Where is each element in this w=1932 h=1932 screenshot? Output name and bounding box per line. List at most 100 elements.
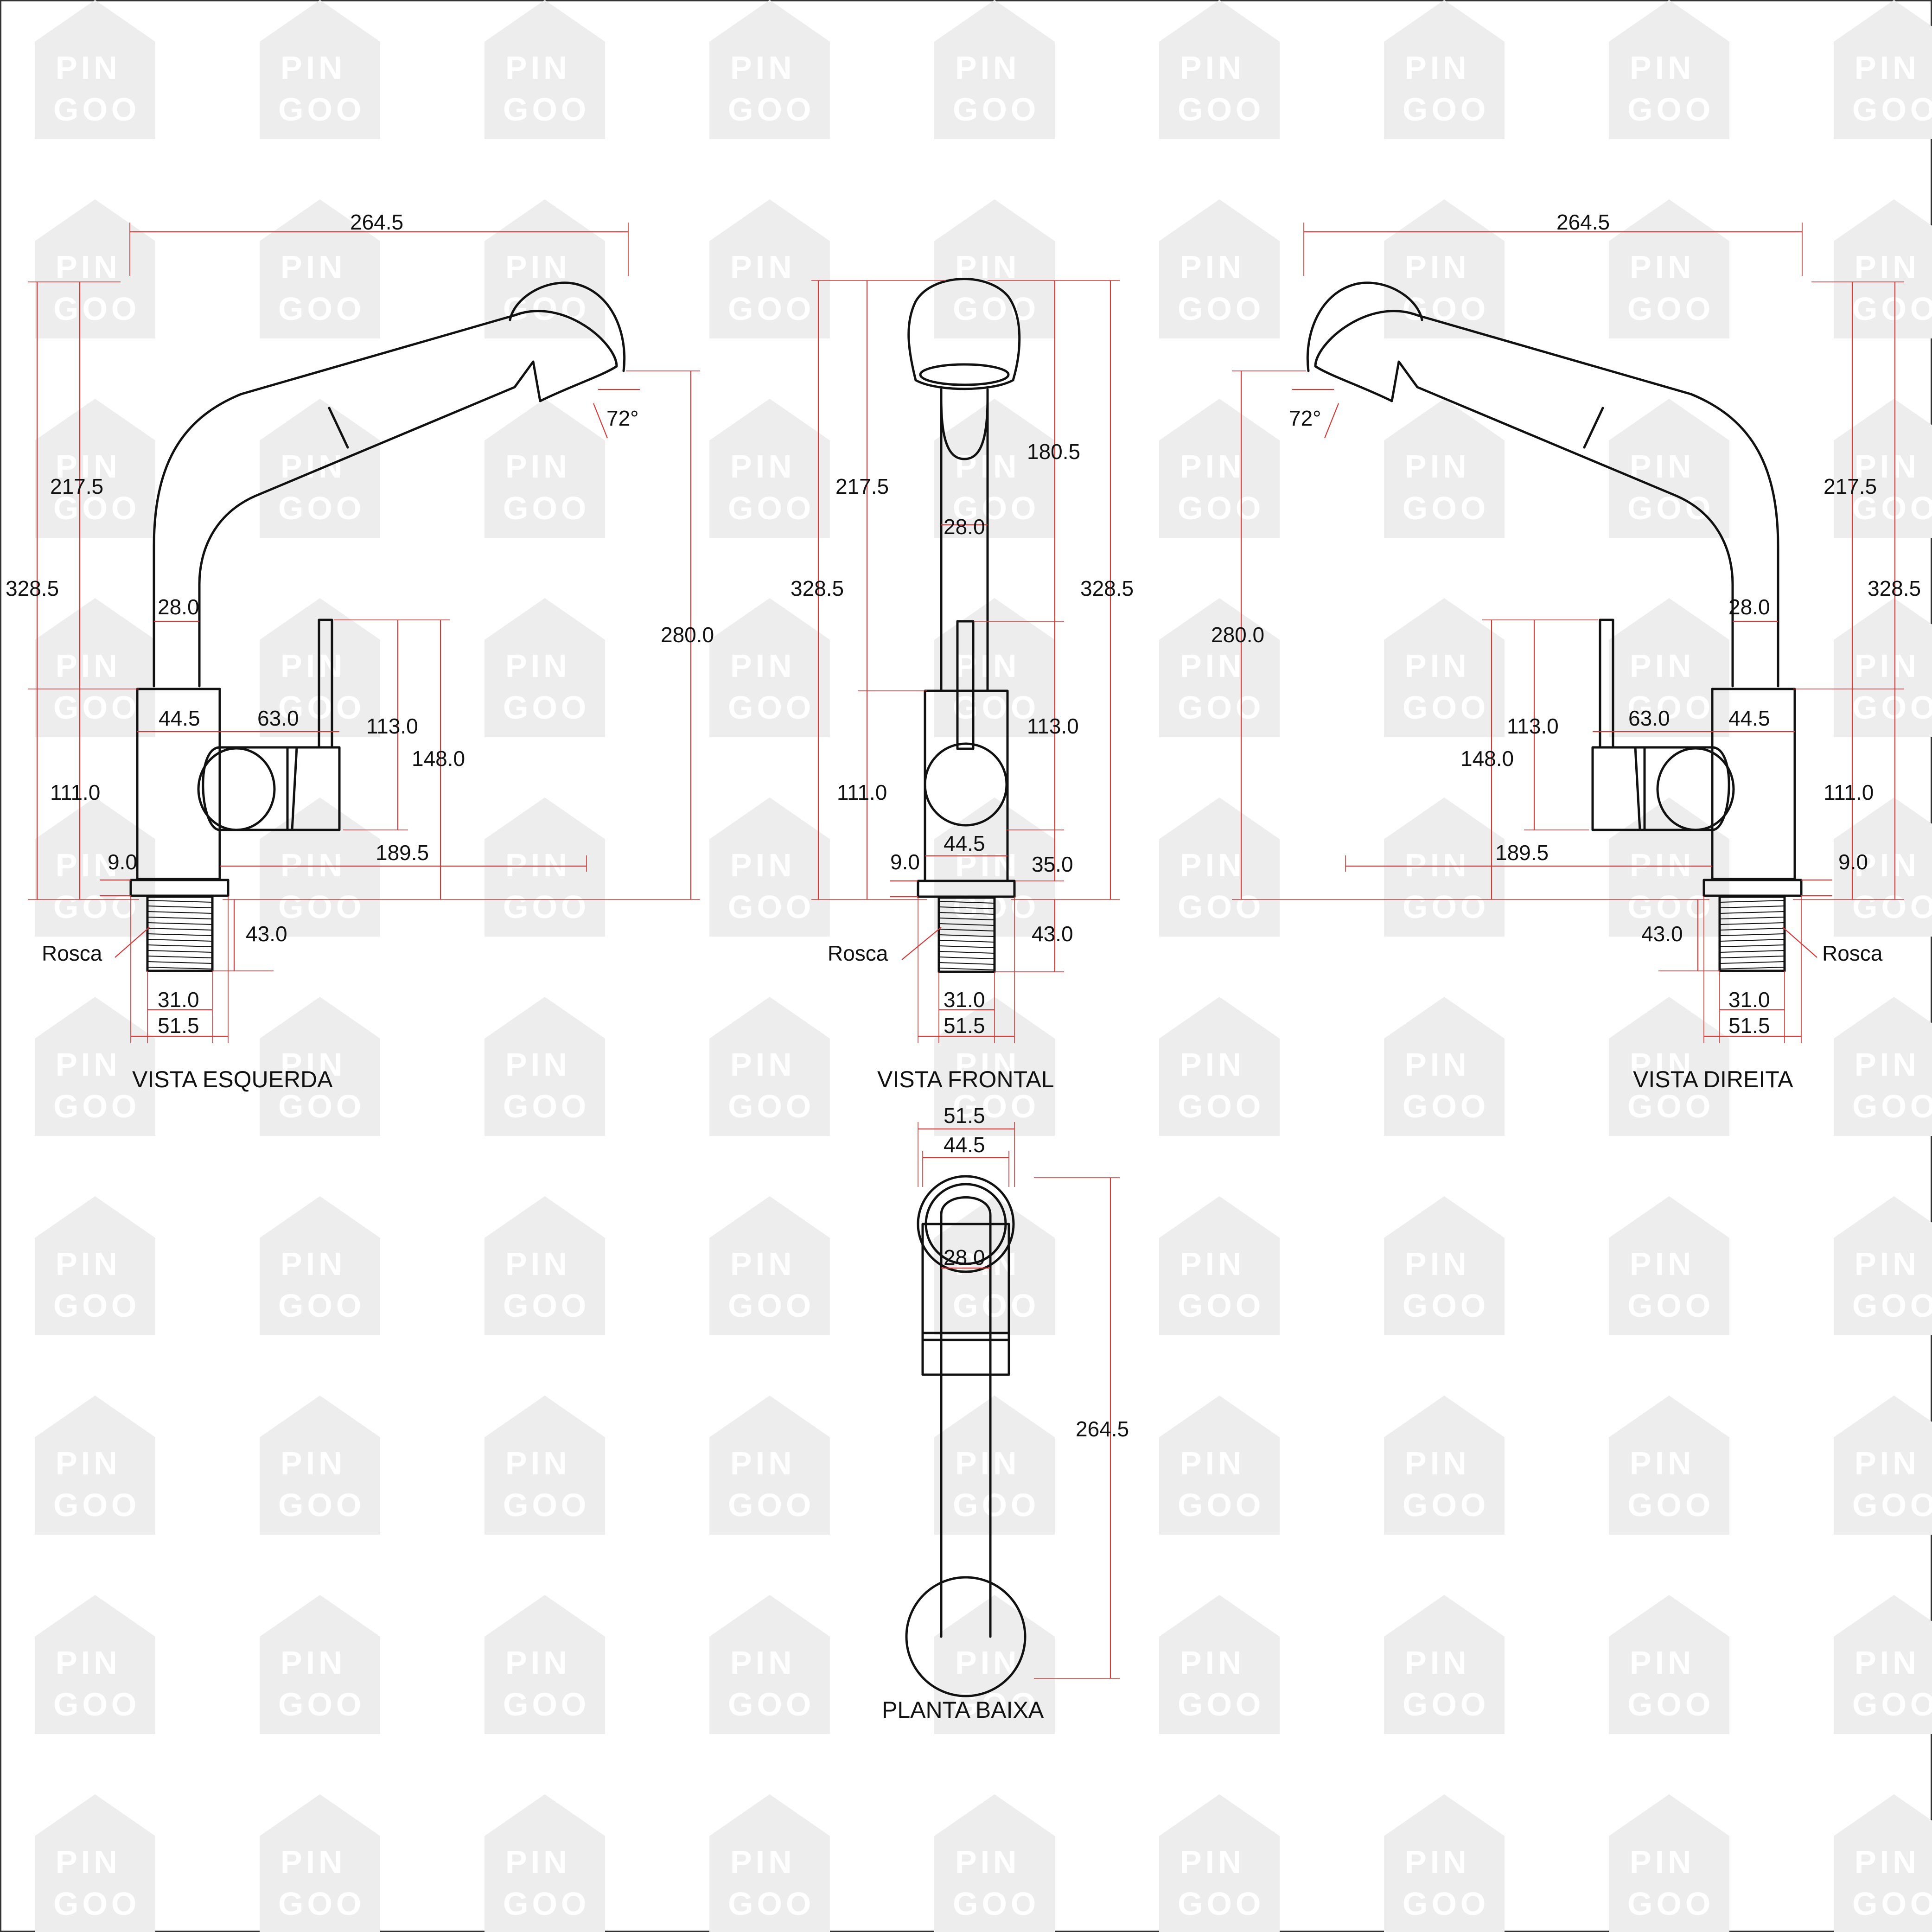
plan-spout-head bbox=[905, 1576, 1027, 1697]
svg-text:PIN: PIN bbox=[1855, 1046, 1920, 1083]
svg-text:PIN: PIN bbox=[56, 648, 121, 684]
svg-text:PIN: PIN bbox=[1630, 1445, 1695, 1481]
svg-text:GOO: GOO bbox=[278, 91, 365, 128]
left-lever-round bbox=[197, 747, 276, 831]
svg-text:PIN: PIN bbox=[56, 847, 121, 883]
svg-text:GOO: GOO bbox=[1178, 1886, 1264, 1922]
svg-text:PIN: PIN bbox=[730, 448, 796, 485]
svg-text:PIN: PIN bbox=[1855, 847, 1920, 883]
svg-text:GOO: GOO bbox=[953, 1288, 1039, 1324]
svg-text:PIN: PIN bbox=[505, 1844, 571, 1880]
svg-text:GOO: GOO bbox=[1852, 1886, 1932, 1922]
watermark-logo: PIN GOO bbox=[934, 598, 1055, 737]
svg-text:GOO: GOO bbox=[1627, 1886, 1714, 1922]
svg-text:GOO: GOO bbox=[278, 291, 365, 327]
svg-text:GOO: GOO bbox=[1627, 1288, 1714, 1324]
svg-text:PIN: PIN bbox=[1180, 1445, 1245, 1481]
left-spout-outline bbox=[153, 310, 618, 688]
svg-text:GOO: GOO bbox=[53, 1487, 140, 1523]
svg-text:GOO: GOO bbox=[1627, 689, 1714, 726]
svg-text:GOO: GOO bbox=[1403, 1288, 1489, 1324]
left-spout-joint bbox=[328, 407, 349, 449]
left-dim-spout-length: 264.5 bbox=[350, 210, 403, 234]
left-thread-label: Rosca bbox=[42, 941, 102, 965]
front-dim-spout-rise: 180.5 bbox=[1027, 440, 1080, 464]
left-dim-spout-tube: 28.0 bbox=[158, 595, 199, 619]
svg-text:PIN: PIN bbox=[281, 249, 346, 285]
svg-text:GOO: GOO bbox=[1627, 1088, 1714, 1124]
svg-text:PIN: PIN bbox=[281, 1844, 346, 1880]
svg-text:GOO: GOO bbox=[1852, 291, 1932, 327]
left-lever-block bbox=[286, 746, 341, 831]
svg-text:PIN: PIN bbox=[1405, 1844, 1470, 1880]
svg-text:GOO: GOO bbox=[278, 1886, 365, 1922]
watermark-logo: PIN GOO bbox=[35, 997, 155, 1136]
left-dim-reach: 189.5 bbox=[376, 841, 429, 865]
svg-text:PIN: PIN bbox=[281, 1445, 346, 1481]
svg-text:PIN: PIN bbox=[1405, 847, 1470, 883]
svg-text:GOO: GOO bbox=[1852, 1088, 1932, 1124]
svg-text:PIN: PIN bbox=[56, 1246, 121, 1282]
left-lever-stick bbox=[318, 618, 333, 749]
front-lever-stick bbox=[956, 620, 975, 750]
svg-text:GOO: GOO bbox=[1403, 689, 1489, 726]
svg-text:GOO: GOO bbox=[728, 490, 815, 526]
front-spout-mouth bbox=[919, 363, 1010, 386]
svg-text:PIN: PIN bbox=[505, 1445, 571, 1481]
svg-text:PIN: PIN bbox=[1405, 1046, 1470, 1083]
svg-text:GOO: GOO bbox=[953, 689, 1039, 726]
svg-text:GOO: GOO bbox=[53, 889, 140, 925]
svg-text:GOO: GOO bbox=[278, 1288, 365, 1324]
svg-text:GOO: GOO bbox=[503, 291, 590, 327]
svg-text:PIN: PIN bbox=[56, 1046, 121, 1083]
svg-text:PIN: PIN bbox=[1405, 648, 1470, 684]
front-dim-upper-height: 217.5 bbox=[835, 474, 889, 498]
svg-text:PIN: PIN bbox=[955, 648, 1020, 684]
svg-text:PIN: PIN bbox=[1855, 1844, 1920, 1880]
svg-text:GOO: GOO bbox=[278, 1088, 365, 1124]
svg-text:GOO: GOO bbox=[1403, 1487, 1489, 1523]
svg-text:PIN: PIN bbox=[1630, 847, 1695, 883]
front-dim-base-to-lever: 35.0 bbox=[1032, 852, 1073, 876]
left-dim-base-height: 9.0 bbox=[108, 850, 137, 874]
left-thread-lines bbox=[147, 900, 213, 969]
svg-text:PIN: PIN bbox=[1405, 1645, 1470, 1681]
svg-text:GOO: GOO bbox=[503, 91, 590, 128]
svg-text:PIN: PIN bbox=[1405, 448, 1470, 485]
front-dim-lever-height: 113.0 bbox=[1027, 714, 1079, 738]
svg-text:GOO: GOO bbox=[503, 889, 590, 925]
svg-text:GOO: GOO bbox=[1178, 291, 1264, 327]
svg-text:GOO: GOO bbox=[1403, 1886, 1489, 1922]
svg-text:PIN: PIN bbox=[281, 50, 346, 86]
svg-text:PIN: PIN bbox=[1180, 847, 1245, 883]
left-dim-outlet-height: 280.0 bbox=[661, 623, 714, 647]
svg-text:PIN: PIN bbox=[1855, 249, 1920, 285]
view-right-direita bbox=[1232, 223, 1904, 1043]
svg-text:GOO: GOO bbox=[53, 91, 140, 128]
svg-text:GOO: GOO bbox=[53, 1088, 140, 1124]
svg-text:GOO: GOO bbox=[953, 1686, 1039, 1722]
svg-text:PIN: PIN bbox=[56, 1645, 121, 1681]
left-dim-lever-length: 63.0 bbox=[257, 706, 299, 730]
svg-text:PIN: PIN bbox=[730, 1445, 796, 1481]
